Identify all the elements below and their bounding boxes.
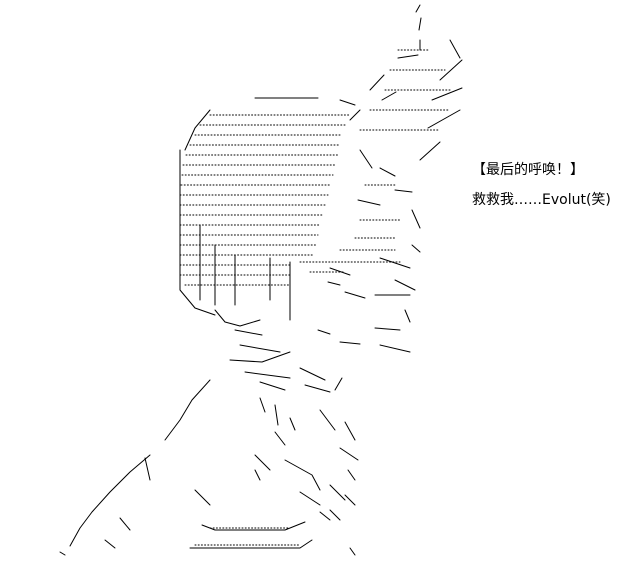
blade-fill xyxy=(359,49,451,131)
face-right-dots xyxy=(299,184,401,273)
caption-line: 救救我……Evolut(笑) xyxy=(472,192,611,208)
caption: 【最后的呼唤！】 救救我……Evolut(笑) xyxy=(472,161,611,209)
collar xyxy=(214,309,343,393)
caption-title: 【最后的呼唤！】 xyxy=(472,162,584,178)
face-left-edge xyxy=(179,149,291,321)
body-right xyxy=(319,409,359,521)
blade-outline xyxy=(349,4,422,121)
blade-right-outline xyxy=(419,39,463,161)
hood-top xyxy=(184,97,356,151)
face-right xyxy=(357,149,421,353)
feet xyxy=(284,459,356,556)
body-center xyxy=(254,397,296,481)
body-left xyxy=(69,379,211,547)
hood-dots xyxy=(179,114,351,286)
lower-dots xyxy=(194,527,301,546)
lower-stroke xyxy=(59,489,313,556)
face-center xyxy=(317,267,366,345)
